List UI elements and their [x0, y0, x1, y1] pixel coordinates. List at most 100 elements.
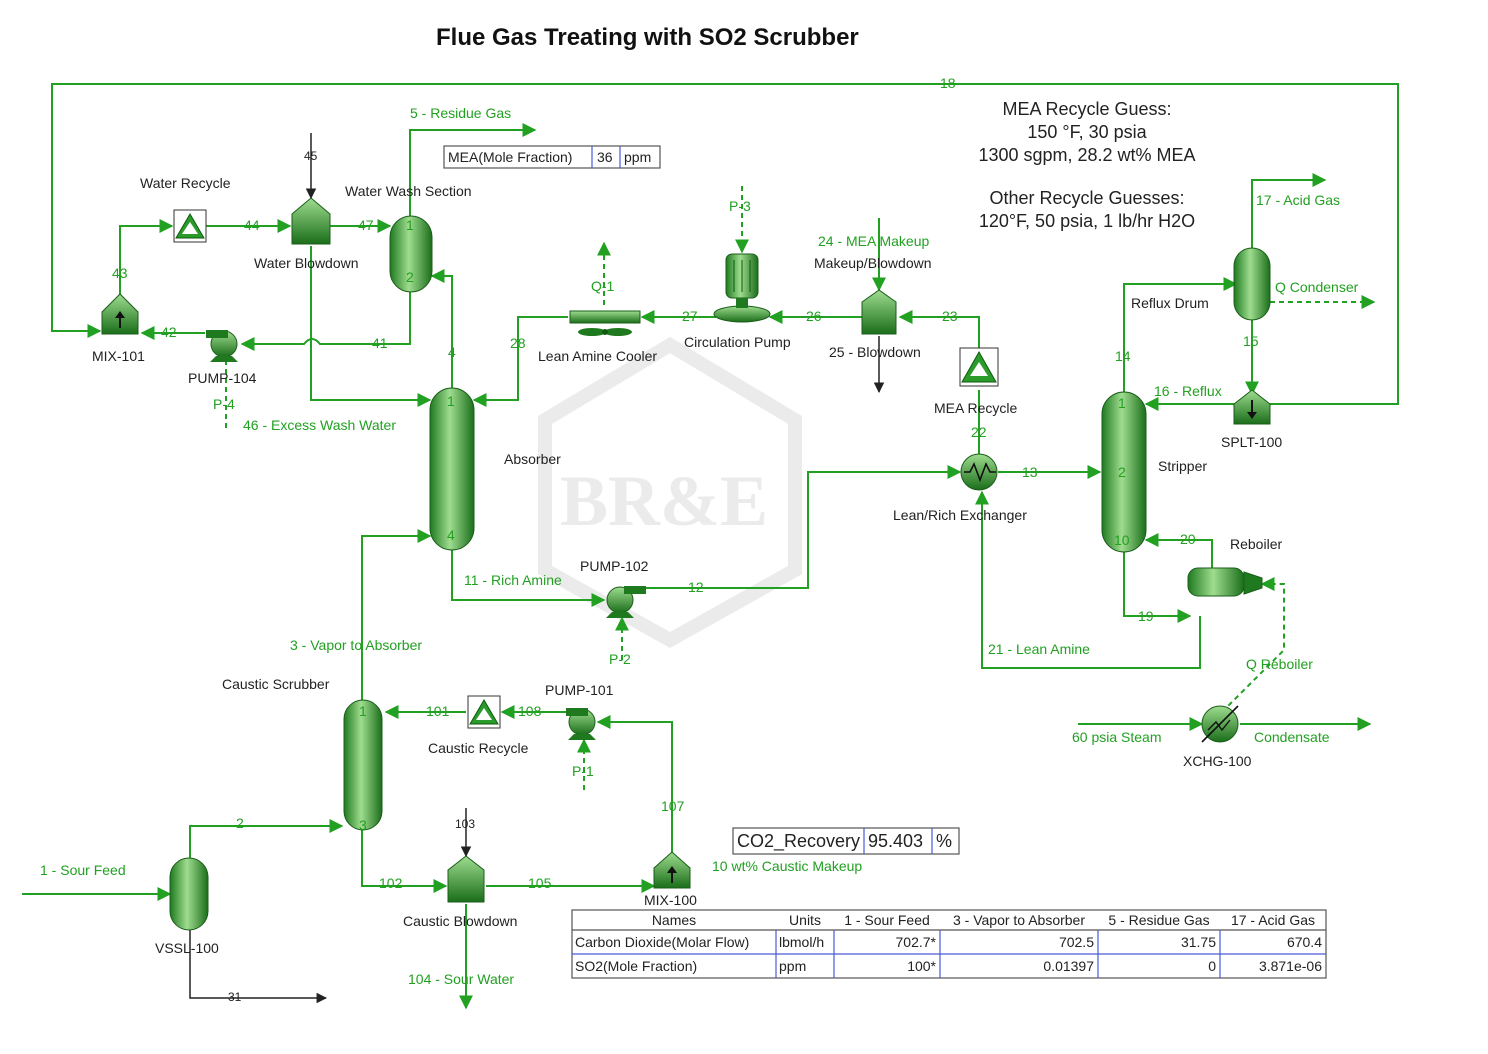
pump-pump101	[566, 708, 596, 740]
table-cell: 31.75	[1181, 934, 1216, 950]
label-pump102: PUMP-102	[580, 558, 649, 574]
stream-102-line	[361, 828, 448, 893]
stream-23-line	[898, 310, 980, 348]
stream-label-43: 43	[112, 265, 128, 281]
stream-label-16: 16 - Reflux	[1154, 383, 1222, 399]
stream-14-line	[1123, 277, 1238, 394]
spec-co2-value: 95.403	[868, 831, 923, 851]
absorber-column	[429, 387, 475, 551]
table-header-vapor: 3 - Vapor to Absorber	[953, 912, 1085, 928]
stream-107-line	[596, 715, 673, 856]
note-mea-guess-conditions: 150 °F, 30 psia	[1027, 122, 1147, 142]
table-cell: 3.871e-06	[1259, 958, 1322, 974]
table-cell: lbmol/h	[779, 934, 824, 950]
lean-rich-exchanger	[960, 453, 998, 491]
table-cell: 702.7*	[896, 934, 937, 950]
label-water-blowdown: Water Blowdown	[254, 255, 359, 271]
splitter-splt100	[1233, 389, 1271, 425]
label-water-wash-section: Water Wash Section	[345, 183, 472, 199]
stream-label-102: 102	[379, 875, 403, 891]
stream-19-line	[1123, 550, 1192, 623]
table-header-sour-feed: 1 - Sour Feed	[844, 912, 930, 928]
label-lean-amine-cooler: Lean Amine Cooler	[538, 348, 657, 364]
stream-label-5: 5 - Residue Gas	[410, 105, 511, 121]
stream-label-26: 26	[806, 308, 822, 324]
stream-lines	[22, 83, 1399, 1010]
stream-5-line	[409, 123, 537, 220]
stream-3-line	[361, 529, 432, 702]
energy-label-q1: Q-1	[591, 278, 615, 294]
table-cell: 702.5	[1059, 934, 1094, 950]
mea-recycle-block	[959, 347, 999, 387]
table-header-residue: 5 - Residue Gas	[1108, 912, 1209, 928]
stream-label-17: 17 - Acid Gas	[1256, 192, 1340, 208]
stream-label-45: 45	[304, 149, 318, 163]
spec-mea-value: 36	[597, 149, 613, 165]
note-other-guess-conditions: 120°F, 50 psia, 1 lb/hr H2O	[979, 211, 1195, 231]
stream-data-table: Names Units 1 - Sour Feed 3 - Vapor to A…	[571, 909, 1327, 979]
stream-label-11: 11 - Rich Amine	[464, 572, 562, 588]
stream-label-103: 103	[455, 817, 475, 831]
energy-label-qcond: Q Condenser	[1275, 279, 1359, 295]
stripper-column	[1101, 391, 1147, 553]
stream-label-condensate: Condensate	[1254, 729, 1330, 745]
stream-label-2: 2	[236, 815, 244, 831]
label-xchg100: XCHG-100	[1183, 753, 1252, 769]
label-vssl100: VSSL-100	[155, 940, 219, 956]
stream-label-47: 47	[358, 217, 374, 233]
tray-label: 1	[1118, 395, 1126, 411]
stream-31-line	[189, 928, 328, 1004]
stream-2-line	[189, 819, 344, 860]
stream-label-21: 21 - Lean Amine	[988, 641, 1090, 657]
stream-label-46: 46 - Excess Wash Water	[243, 417, 396, 433]
table-header-names: Names	[652, 912, 696, 928]
stream-12-line	[636, 465, 962, 589]
caustic-blowdown-tee	[447, 855, 485, 903]
stream-label-104: 104 - Sour Water	[408, 971, 514, 987]
table-cell: SO2(Mole Fraction)	[575, 958, 697, 974]
stream-label-18: 18	[940, 75, 956, 91]
energy-label-p2: P-2	[609, 651, 631, 667]
label-circulation-pump: Circulation Pump	[684, 334, 791, 350]
reboiler	[1187, 567, 1263, 597]
stream-label-24: 24 - MEA Makeup	[818, 233, 929, 249]
stream-label-19: 19	[1138, 608, 1154, 624]
label-mix100: MIX-100	[644, 892, 697, 908]
stream-4-line	[430, 269, 453, 390]
caustic-scrubber-column	[343, 699, 383, 831]
note-mea-guess-heading: MEA Recycle Guess:	[1002, 99, 1171, 119]
lean-amine-cooler	[569, 310, 641, 336]
stream-18-line	[51, 83, 1399, 405]
table-cell: 100*	[907, 958, 936, 974]
stream-label-44: 44	[244, 217, 260, 233]
label-caustic-scrubber: Caustic Scrubber	[222, 676, 330, 692]
heater-xchg100	[1201, 705, 1239, 743]
tray-label: 2	[1118, 464, 1126, 480]
stream-label-31: 31	[228, 990, 242, 1004]
stream-label-caustic-makeup: 10 wt% Caustic Makeup	[712, 858, 862, 874]
stream-label-1: 1 - Sour Feed	[40, 862, 126, 878]
tray-label: 1	[447, 393, 455, 409]
stream-label-22: 22	[971, 424, 987, 440]
tray-label: 1	[406, 217, 414, 233]
energy-label-p4: P-4	[213, 396, 235, 412]
mixer-mix101	[101, 293, 139, 335]
stream-label-13: 13	[1022, 464, 1038, 480]
circulation-pump	[713, 253, 771, 323]
stream-label-42: 42	[161, 324, 177, 340]
label-mix101: MIX-101	[92, 348, 145, 364]
label-absorber: Absorber	[504, 451, 561, 467]
mixer-mix100	[653, 851, 691, 889]
label-lean-rich-exchanger: Lean/Rich Exchanger	[893, 507, 1027, 523]
stream-label-28: 28	[510, 335, 526, 351]
reflux-drum	[1233, 247, 1271, 321]
label-stripper: Stripper	[1158, 458, 1207, 474]
label-water-recycle: Water Recycle	[140, 175, 231, 191]
stream-label-3: 3 - Vapor to Absorber	[290, 637, 422, 653]
spec-box-mea: MEA(Mole Fraction) 36 ppm	[443, 145, 661, 169]
stream-label-14: 14	[1115, 348, 1131, 364]
energy-label-p3: P-3	[729, 198, 751, 214]
table-cell: 0	[1208, 958, 1216, 974]
tray-label: 4	[447, 527, 455, 543]
spec-co2-label: CO2_Recovery	[737, 831, 860, 852]
